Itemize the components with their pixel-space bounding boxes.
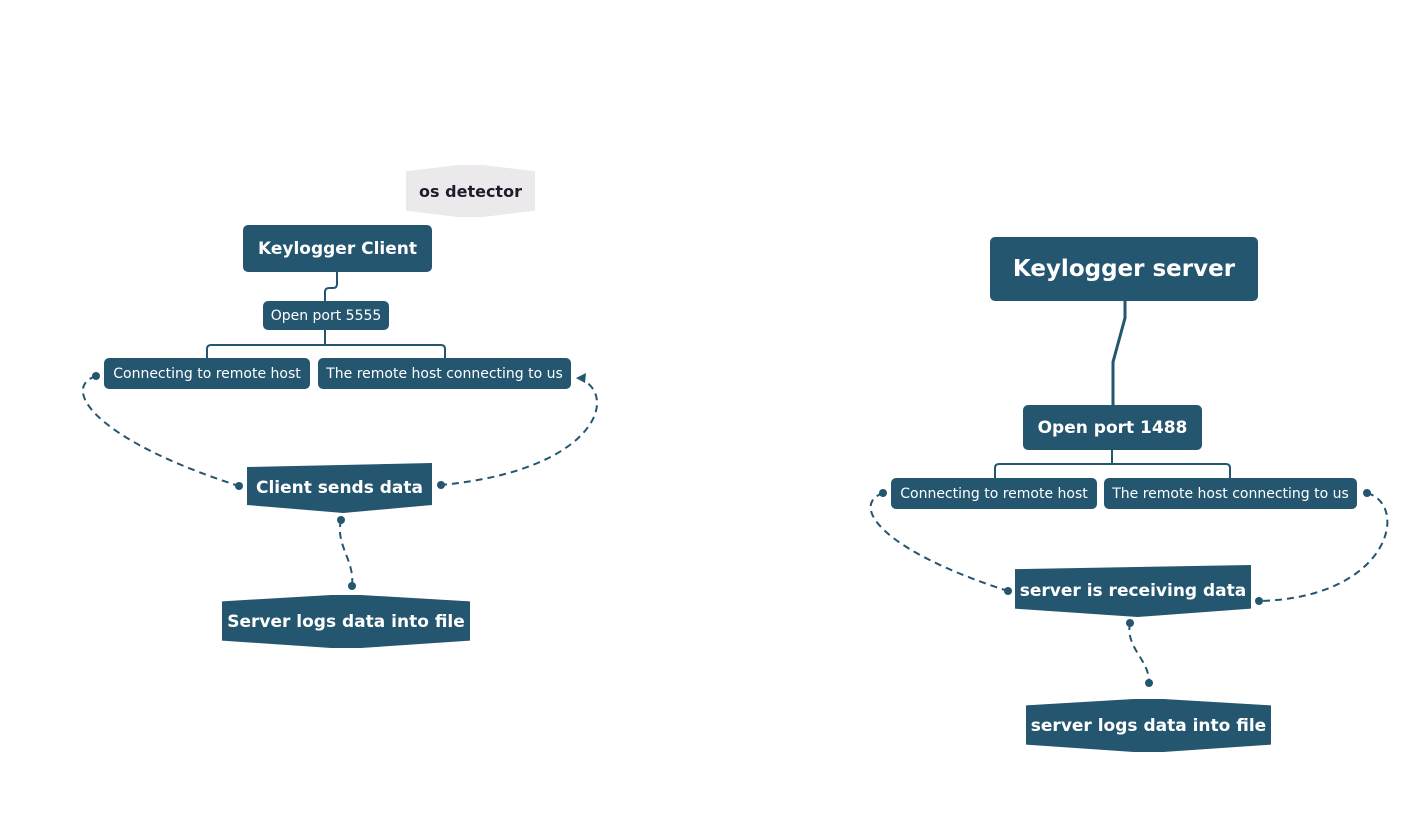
client-sends-data-node[interactable]: Client sends data bbox=[247, 463, 432, 513]
os-detector-node[interactable]: os detector bbox=[406, 165, 535, 217]
server-remote-connecting-node[interactable]: The remote host connecting to us bbox=[1104, 478, 1357, 509]
client-connect-start-dot bbox=[92, 372, 100, 380]
server-port-to-children-link bbox=[994, 450, 1231, 478]
server-connect-end-dot bbox=[1004, 587, 1012, 595]
client-remote-relation-link bbox=[440, 377, 599, 486]
server-receive-to-logs-link bbox=[1128, 622, 1151, 684]
server-title-to-port-link bbox=[1111, 301, 1127, 405]
server-remote-end-dot bbox=[1255, 597, 1263, 605]
client-port-node[interactable]: Open port 5555 bbox=[263, 301, 389, 330]
client-sends-to-logs-link bbox=[338, 519, 354, 587]
client-remote-end-dot bbox=[437, 481, 445, 489]
client-logs-node[interactable]: Server logs data into file bbox=[222, 595, 470, 648]
client-connecting-node[interactable]: Connecting to remote host bbox=[104, 358, 310, 389]
client-remote-connecting-node[interactable]: The remote host connecting to us bbox=[318, 358, 571, 389]
client-connect-end-dot bbox=[235, 482, 243, 490]
client-connect-relation-link bbox=[81, 375, 240, 487]
server-receive-dot bbox=[1126, 619, 1134, 627]
client-port-to-children-link bbox=[206, 330, 446, 358]
keylogger-client-node[interactable]: Keylogger Client bbox=[243, 225, 432, 272]
server-remote-start-dot bbox=[1363, 489, 1371, 497]
server-receiving-node[interactable]: server is receiving data bbox=[1015, 565, 1251, 617]
client-title-to-port-link bbox=[324, 272, 338, 301]
server-connect-relation-link bbox=[869, 492, 1009, 592]
client-sends-dot bbox=[337, 516, 345, 524]
server-remote-relation-link bbox=[1258, 492, 1389, 602]
client-logs-dot bbox=[348, 582, 356, 590]
server-connect-start-dot bbox=[879, 489, 887, 497]
client-remote-arrowhead bbox=[576, 373, 586, 383]
server-logs-dot bbox=[1145, 679, 1153, 687]
server-logs-node[interactable]: server logs data into file bbox=[1026, 699, 1271, 752]
server-port-node[interactable]: Open port 1488 bbox=[1023, 405, 1202, 450]
keylogger-server-node[interactable]: Keylogger server bbox=[990, 237, 1258, 301]
server-connecting-node[interactable]: Connecting to remote host bbox=[891, 478, 1097, 509]
